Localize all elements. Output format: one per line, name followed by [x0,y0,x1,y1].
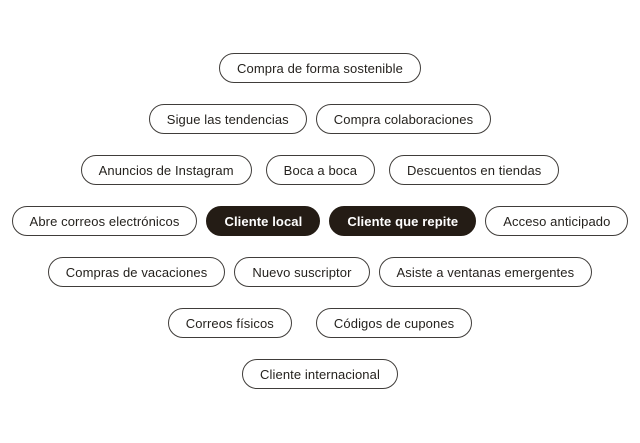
tag-row-5: Compras de vacaciones Nuevo suscriptor A… [47,257,593,287]
tag-compra-sostenible[interactable]: Compra de forma sostenible [219,53,421,83]
tag-abre-correos-electronicos[interactable]: Abre correos electrónicos [11,206,198,236]
tag-row-7: Cliente internacional [242,359,398,389]
tag-acceso-anticipado[interactable]: Acceso anticipado [485,206,629,236]
tag-ventanas-emergentes[interactable]: Asiste a ventanas emergentes [378,257,593,287]
tag-row-6: Correos físicos Códigos de cupones [167,308,473,338]
tag-sigue-tendencias[interactable]: Sigue las tendencias [148,104,307,134]
tag-row-1: Compra de forma sostenible [219,53,421,83]
tag-compras-vacaciones[interactable]: Compras de vacaciones [47,257,226,287]
tag-row-3: Anuncios de Instagram Boca a boca Descue… [80,155,560,185]
tag-cliente-internacional[interactable]: Cliente internacional [242,359,398,389]
tag-descuentos-tiendas[interactable]: Descuentos en tiendas [389,155,560,185]
tag-row-2: Sigue las tendencias Compra colaboracion… [148,104,492,134]
tag-codigos-cupones[interactable]: Códigos de cupones [315,308,473,338]
tag-cliente-local[interactable]: Cliente local [206,206,321,236]
tag-boca-a-boca[interactable]: Boca a boca [265,155,376,185]
tag-compra-colaboraciones[interactable]: Compra colaboraciones [315,104,492,134]
tag-cliente-que-repite[interactable]: Cliente que repite [329,206,477,236]
tag-row-4: Abre correos electrónicos Cliente local … [11,206,629,236]
tag-cloud: Compra de forma sostenible Sigue las ten… [11,53,629,389]
tag-anuncios-instagram[interactable]: Anuncios de Instagram [80,155,252,185]
tag-correos-fisicos[interactable]: Correos físicos [167,308,292,338]
tag-nuevo-suscriptor[interactable]: Nuevo suscriptor [234,257,370,287]
